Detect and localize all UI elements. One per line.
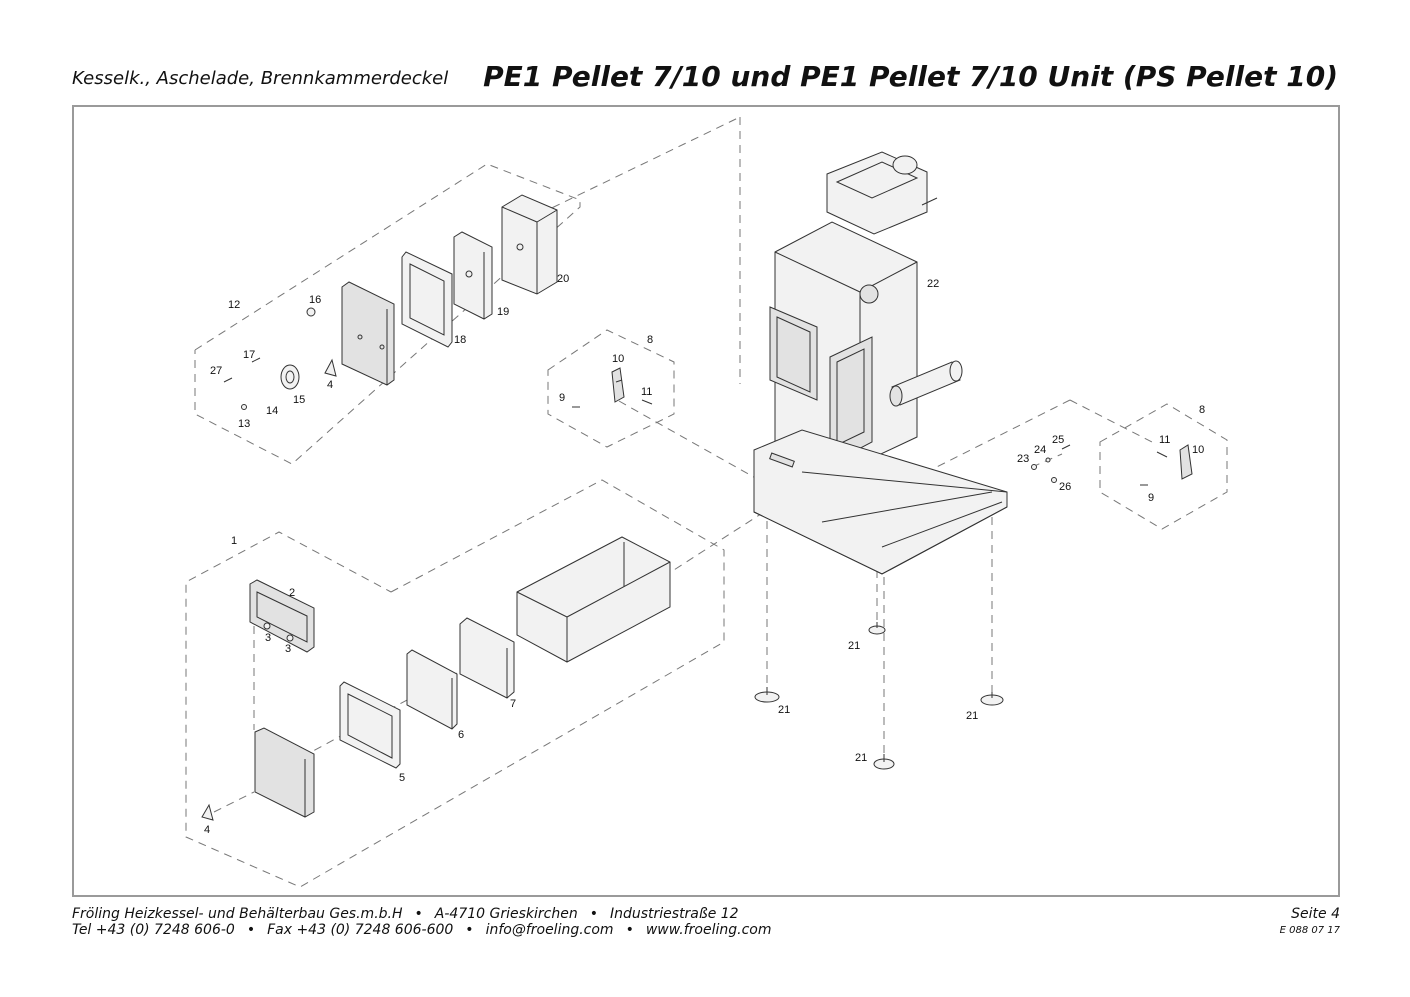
footer-fax: Fax +43 (0) 7248 606-600 xyxy=(267,922,454,938)
part-25-screw xyxy=(1061,444,1071,450)
part-15-ring xyxy=(280,364,300,390)
group-8-right-outline xyxy=(1099,403,1228,530)
footer-line-2: Tel +43 (0) 7248 606-0 • Fax +43 (0) 7248 … xyxy=(72,922,772,938)
footer-bullet: • xyxy=(465,922,474,938)
label-4a: 4 xyxy=(327,379,333,391)
group-1-outline xyxy=(185,479,725,888)
label-13: 13 xyxy=(238,418,250,430)
label-9a: 9 xyxy=(559,392,565,404)
label-12: 12 xyxy=(228,299,240,311)
label-4b: 4 xyxy=(204,824,210,836)
part-18-gasket xyxy=(401,251,453,348)
label-27: 27 xyxy=(210,365,222,377)
label-3a: 3 xyxy=(265,632,271,644)
label-15: 15 xyxy=(293,394,305,406)
label-11b: 11 xyxy=(1159,434,1170,446)
label-3b: 3 xyxy=(285,643,291,655)
label-26: 26 xyxy=(1059,481,1071,493)
label-8a: 8 xyxy=(647,334,653,346)
page-number: Seite 4 xyxy=(1291,906,1340,922)
part-5-gasket xyxy=(339,681,401,769)
part-ash-door xyxy=(254,727,315,818)
exploded-view-frame: 1 2 3 3 4 4 5 6 7 8 8 9 9 10 10 11 11 12… xyxy=(72,105,1340,897)
footer-company: Fröling Heizkessel- und Behälterbau Ges.… xyxy=(72,906,403,922)
part-4-clip-top xyxy=(324,358,337,377)
label-6: 6 xyxy=(458,729,464,741)
part-4-clip-bottom xyxy=(201,803,214,821)
part-20-insulation-block xyxy=(501,194,558,295)
drawing-title: PE1 Pellet 7/10 und PE1 Pellet 7/10 Unit… xyxy=(483,60,1338,93)
label-5: 5 xyxy=(399,772,405,784)
label-7: 7 xyxy=(510,698,516,710)
label-10a: 10 xyxy=(612,353,624,365)
part-24-washer xyxy=(1045,457,1051,463)
footer-tel: Tel +43 (0) 7248 606-0 xyxy=(72,922,235,938)
label-24: 24 xyxy=(1034,444,1046,456)
exploded-view-diagram: 1 2 3 3 4 4 5 6 7 8 8 9 9 10 10 11 11 12… xyxy=(185,116,1228,888)
footer-line-1: Fröling Heizkessel- und Behälterbau Ges.… xyxy=(72,906,739,922)
label-17: 17 xyxy=(243,349,255,361)
footer-web[interactable]: www.froeling.com xyxy=(645,922,772,938)
label-22: 22 xyxy=(927,278,939,290)
label-1: 1 xyxy=(231,535,237,547)
document-number: E 088 07 17 xyxy=(1279,925,1340,936)
part-11-screw xyxy=(641,399,653,405)
footer-city: A-4710 Grieskirchen xyxy=(434,906,578,922)
part-13-washer xyxy=(241,404,247,410)
part-2-frame xyxy=(249,579,315,653)
label-21c: 21 xyxy=(966,710,978,722)
label-8b: 8 xyxy=(1199,404,1205,416)
part-10-right-bracket xyxy=(1179,444,1193,480)
part-19-plate xyxy=(453,231,493,320)
footer-bullet: • xyxy=(625,922,634,938)
part-12-cover-plate xyxy=(341,281,395,386)
part-23-washer xyxy=(1031,464,1037,470)
label-9b: 9 xyxy=(1148,492,1154,504)
label-25: 25 xyxy=(1052,434,1064,446)
label-19: 19 xyxy=(497,306,509,318)
label-10b: 10 xyxy=(1192,444,1204,456)
group-12-outline xyxy=(194,163,581,465)
label-21b: 21 xyxy=(848,640,860,652)
footer-bullet: • xyxy=(414,906,423,922)
part-22-boiler-body xyxy=(753,151,1008,575)
group-8-outline xyxy=(547,329,675,448)
footer-bullet: • xyxy=(246,922,256,938)
label-21d: 21 xyxy=(855,752,867,764)
label-16: 16 xyxy=(309,294,321,306)
part-3-screw-a xyxy=(263,622,271,630)
part-17-screw xyxy=(251,357,261,363)
label-11a: 11 xyxy=(641,386,652,398)
label-14: 14 xyxy=(266,405,278,417)
part-ash-drawer xyxy=(516,536,671,663)
part-11-right-screw xyxy=(1156,451,1168,458)
part-16-cap xyxy=(306,307,316,317)
footer-bullet: • xyxy=(589,906,598,922)
part-21-feet xyxy=(754,622,1004,770)
part-27-screw xyxy=(223,377,233,383)
label-2: 2 xyxy=(289,587,295,599)
drawing-subtitle: Kesselk., Aschelade, Brennkammerdeckel xyxy=(72,68,449,89)
part-10-bracket xyxy=(611,367,625,403)
label-20: 20 xyxy=(557,273,569,285)
part-6-plate xyxy=(406,649,458,730)
footer-email[interactable]: info@froeling.com xyxy=(485,922,614,938)
label-23: 23 xyxy=(1017,453,1029,465)
part-7-plate xyxy=(459,617,515,699)
label-21a: 21 xyxy=(778,704,790,716)
label-18: 18 xyxy=(454,334,466,346)
footer-street: Industriestraße 12 xyxy=(609,906,739,922)
part-3-screw-b xyxy=(286,634,294,642)
part-26-washer xyxy=(1051,477,1057,483)
